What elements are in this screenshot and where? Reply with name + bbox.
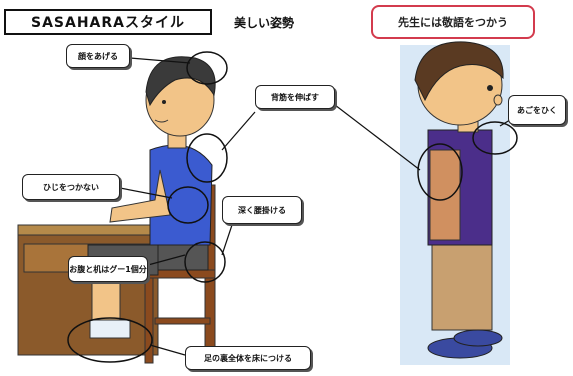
- title-box: SASAHARAスタイル: [4, 9, 212, 35]
- label-sit-deep: 深く腰掛ける: [222, 196, 302, 224]
- right-title-box: 先生には敬語をつかう: [371, 5, 535, 39]
- foot-highlight-circle: [67, 317, 153, 363]
- label-no-elbows: ひじをつかない: [22, 174, 120, 200]
- label-raise-head: 顔をあげる: [66, 44, 130, 68]
- seat-highlight-circle: [184, 241, 226, 283]
- label-chin-pull: あごをひく: [508, 95, 566, 125]
- label-feet-floor: 足の裏全体を床につける: [185, 346, 311, 370]
- chin-highlight-circle: [472, 121, 518, 155]
- head-highlight-circle: [186, 51, 228, 85]
- back-highlight-circle: [186, 133, 228, 183]
- standing-back-highlight-circle: [417, 143, 463, 201]
- standing-boy-illustration: [400, 41, 510, 365]
- subtitle: 美しい姿勢: [234, 16, 295, 30]
- elbow-highlight-circle: [167, 186, 209, 224]
- label-desk-gap: お腹と机はグー1個分: [68, 256, 148, 282]
- label-stretch-back: 背筋を伸ばす: [255, 85, 335, 109]
